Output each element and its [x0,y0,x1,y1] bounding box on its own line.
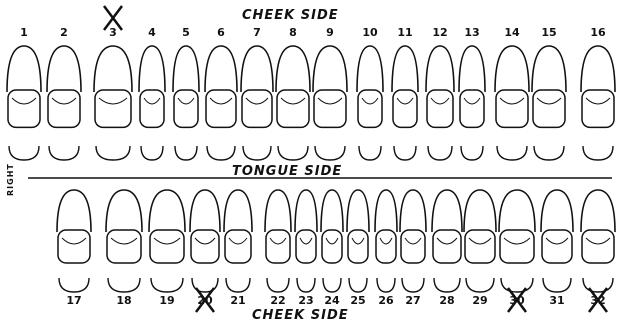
bottom-side-label: CHEEK SIDE [252,308,349,323]
tooth-upper-14 [532,46,566,160]
lower-tooth-number: 28 [439,294,454,307]
lower-tooth-number: 25 [350,294,365,307]
tooth-lower-15 [57,190,91,292]
upper-teeth-row [7,46,615,160]
right-side-label: RIGHT [6,163,15,196]
tooth-lower-12 [190,190,220,292]
lower-tooth-number: 29 [472,294,487,307]
tooth-lower-13 [149,190,185,292]
tooth-upper-4 [173,46,199,160]
upper-tooth-number: 15 [541,26,556,39]
tooth-lower-5 [400,190,426,292]
lower-tooth-number: 31 [549,294,564,307]
lower-tooth-number: 20 [197,294,212,307]
tooth-lower-1 [541,190,573,292]
upper-tooth-number: 1 [20,26,28,39]
lower-tooth-number: 19 [159,294,174,307]
tooth-lower-2 [499,190,535,292]
tooth-lower-3 [464,190,496,292]
upper-tooth-number: 12 [432,26,447,39]
upper-tooth-number: 4 [148,26,156,39]
upper-tooth-number: 16 [590,26,605,39]
tooth-lower-10 [265,190,291,292]
lower-tooth-number: 22 [270,294,285,307]
lower-tooth-number: 26 [378,294,393,307]
tooth-lower-14 [106,190,142,292]
tooth-upper-0 [7,46,41,160]
tooth-lower-9 [295,190,317,292]
lower-tooth-number: 18 [116,294,131,307]
tooth-upper-6 [241,46,273,160]
tooth-lower-7 [347,190,369,292]
lower-tooth-number: 30 [509,294,524,307]
lower-tooth-number: 27 [405,294,420,307]
tooth-upper-9 [357,46,383,160]
upper-tooth-number: 7 [253,26,261,39]
upper-tooth-number: 8 [289,26,297,39]
lower-tooth-number: 32 [590,294,605,307]
upper-tooth-number: 10 [362,26,377,39]
upper-tooth-number: 3 [109,26,117,39]
lower-tooth-number: 21 [230,294,245,307]
tooth-upper-3 [139,46,165,160]
tooth-upper-13 [495,46,529,160]
upper-tooth-number: 11 [397,26,412,39]
upper-tooth-number: 5 [182,26,190,39]
tooth-upper-11 [426,46,454,160]
lower-tooth-number: 24 [324,294,339,307]
upper-tooth-number: 2 [60,26,68,39]
upper-tooth-number: 13 [464,26,479,39]
tooth-upper-7 [276,46,310,160]
tooth-upper-12 [459,46,485,160]
tooth-upper-15 [581,46,615,160]
upper-tooth-number: 9 [326,26,334,39]
tooth-lower-0 [581,190,615,292]
tooth-lower-11 [224,190,252,292]
top-side-label: CHEEK SIDE [242,8,339,23]
tooth-upper-10 [392,46,418,160]
tooth-lower-8 [321,190,343,292]
tooth-upper-2 [94,46,132,160]
tooth-lower-6 [375,190,397,292]
tooth-lower-4 [432,190,462,292]
lower-tooth-number: 17 [66,294,81,307]
middle-side-label: TONGUE SIDE [232,164,342,179]
tooth-upper-5 [205,46,237,160]
lower-teeth-row [57,190,615,292]
upper-tooth-number: 6 [217,26,225,39]
tooth-upper-1 [47,46,81,160]
tooth-upper-8 [313,46,347,160]
lower-tooth-number: 23 [298,294,313,307]
upper-tooth-number: 14 [504,26,519,39]
